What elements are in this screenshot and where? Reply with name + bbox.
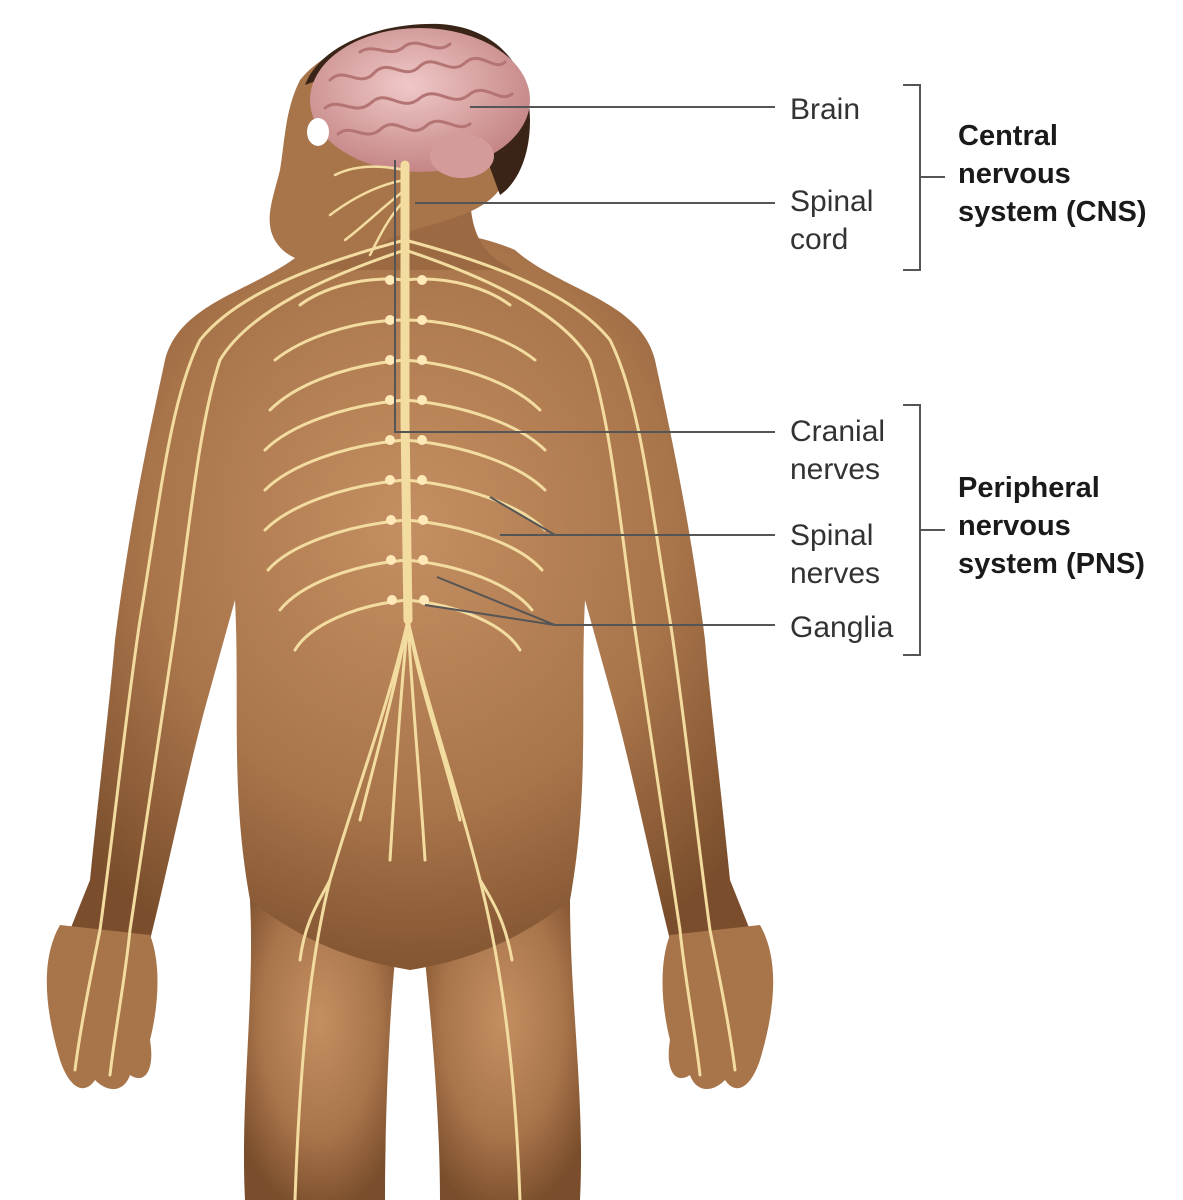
leader-lines [394,106,775,626]
group-cns-line3: system (CNS) [958,196,1147,228]
label-spinal-nerves: Spinal nerves [790,517,880,593]
group-cns-line1: Central [958,120,1058,152]
group-pns-line2: nervous [958,510,1071,542]
label-spinal-cord-line1: Spinal [790,185,874,218]
eye-shape [307,118,329,146]
group-cns: Central nervous system (CNS) [958,117,1147,231]
nerve-network [73,160,737,1200]
label-cranial-nerves-line1: Cranial [790,415,886,448]
label-ganglia-text: Ganglia [790,611,894,644]
leader-cranial-nerves [394,160,775,433]
label-cranial-nerves-line2: nerves [790,453,881,486]
left-leg [243,900,395,1200]
brain-folds [323,41,514,136]
right-hand [662,925,774,1090]
right-leg [425,900,582,1200]
label-cranial-nerves: Cranial nerves [790,413,885,489]
cns-bracket [903,84,921,271]
label-spinal-nerves-line2: nerves [790,557,881,590]
spinal-cord-nerve [400,160,413,625]
group-cns-line2: nervous [958,158,1071,190]
group-pns-line3: system (PNS) [958,548,1145,580]
label-brain-text: Brain [790,93,861,126]
ganglia-dots [385,275,429,605]
lumbar-sacral-nerves [293,618,522,1200]
arm-nerves [73,238,737,1077]
leader-ganglia-b [424,604,556,626]
face-nerves [328,165,407,257]
group-pns-line1: Peripheral [958,472,1100,504]
brackets [903,84,945,656]
label-ganglia: Ganglia [790,609,893,647]
group-pns: Peripheral nervous system (PNS) [958,469,1145,583]
human-body [46,23,774,1200]
brain-shape [310,28,530,172]
left-hand [46,925,158,1090]
cerebellum-shape [430,134,494,178]
label-brain: Brain [790,91,860,129]
label-spinal-nerves-line1: Spinal [790,519,874,552]
pns-bracket [903,404,921,656]
label-spinal-cord-line2: cord [790,223,849,256]
label-spinal-cord: Spinal cord [790,183,873,259]
